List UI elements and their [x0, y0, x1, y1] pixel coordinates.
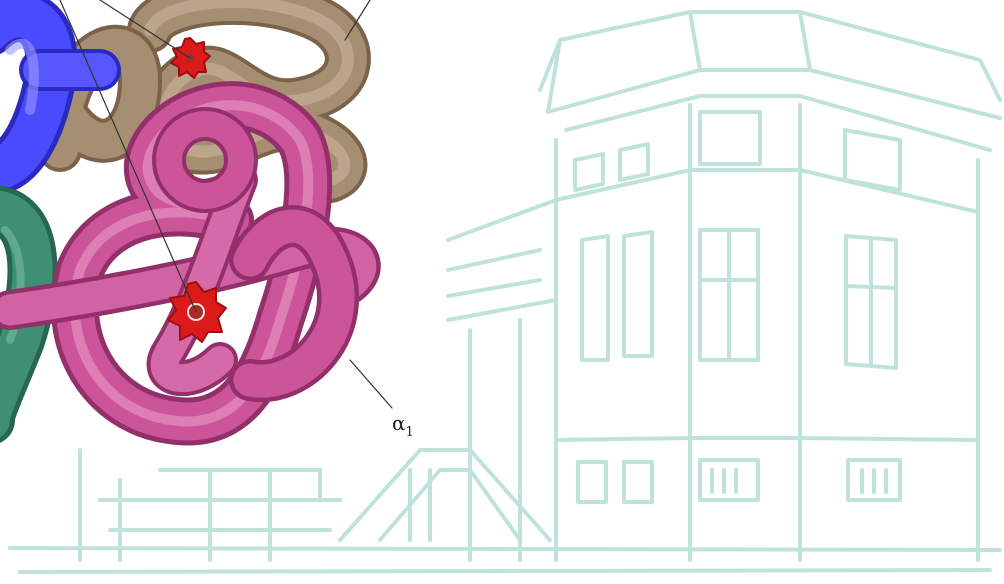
alpha-1-label: α1 — [392, 411, 414, 440]
protein-structure — [0, 0, 392, 422]
alpha-label-text: α — [392, 411, 406, 435]
alpha-label-subscript: 1 — [406, 425, 414, 440]
